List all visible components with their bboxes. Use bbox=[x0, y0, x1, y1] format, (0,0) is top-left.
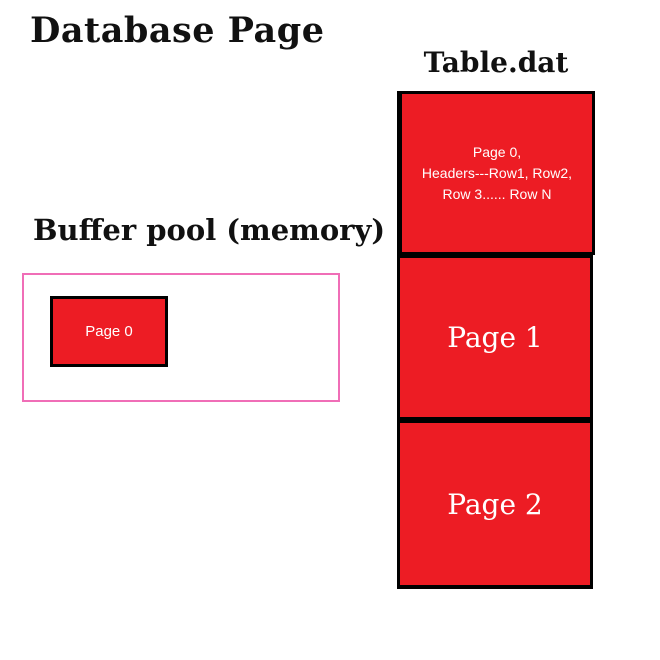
buffer-page0-box: Page 0 bbox=[50, 296, 168, 367]
page-title: Database Page bbox=[30, 10, 325, 51]
page0-header-line-3: Row 3...... Row N bbox=[442, 185, 552, 202]
disk-page0-header-box: Page 0, Headers---Row1, Row2, Row 3.....… bbox=[397, 91, 595, 255]
table-dat-file-label: Table.dat bbox=[423, 46, 569, 79]
buffer-page0-label: Page 0 bbox=[85, 323, 133, 340]
disk-page2-label: Page 2 bbox=[447, 487, 543, 521]
disk-page2-box: Page 2 bbox=[397, 420, 593, 589]
disk-page1-box: Page 1 bbox=[397, 255, 593, 420]
page0-header-line-1: Page 0, bbox=[472, 143, 522, 160]
buffer-pool-label: Buffer pool (memory) bbox=[33, 213, 386, 247]
page0-header-line-2: Headers---Row1, Row2, bbox=[421, 164, 573, 181]
disk-page1-label: Page 1 bbox=[447, 321, 543, 354]
